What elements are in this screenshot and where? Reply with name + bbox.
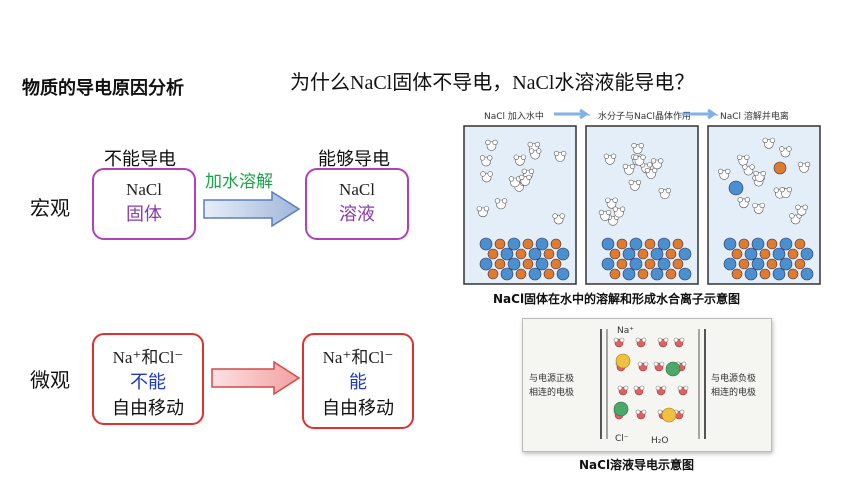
dissolution-caption: NaCl固体在水中的溶解和形成水合离子示意图 xyxy=(493,292,741,306)
conduction-caption: NaCl溶液导电示意图 xyxy=(579,458,695,472)
cl-label: Cl⁻ xyxy=(615,434,629,444)
solid-label: 固体 xyxy=(126,204,162,225)
section-heading: 物质的导电原因分析 xyxy=(22,78,184,99)
anode-note-2: 相连的电极 xyxy=(529,386,574,398)
anode-note-1: 与电源正极 xyxy=(529,372,574,384)
right-caption: 能够导电 xyxy=(318,149,390,170)
conduction-figure: 与电源正极 相连的电极 与电源负极 相连的电极 Na⁺ Cl⁻ H₂O xyxy=(522,318,772,452)
question-text: 为什么NaCl固体不导电，NaCl水溶液能导电？ xyxy=(290,72,695,94)
cathode-note-1: 与电源负极 xyxy=(711,372,756,384)
cannot-label: 不能 xyxy=(130,372,166,393)
free-move-label: 自由移动 xyxy=(112,398,184,419)
dissolve-arrow xyxy=(203,190,301,228)
panel3-header: NaCl 溶解并电离 xyxy=(720,110,789,122)
panel2-header: 水分子与NaCl晶体作用 xyxy=(598,110,691,122)
panel1-header: NaCl 加入水中 xyxy=(484,110,544,122)
ions-label: Na⁺和Cl⁻ xyxy=(112,348,184,367)
arrow-label: 加水溶解 xyxy=(205,172,273,192)
macro-row-label: 宏观 xyxy=(30,196,70,220)
ions-free-box: Na⁺和Cl⁻ 能 自由移动 xyxy=(302,333,414,429)
can-label: 能 xyxy=(349,372,367,393)
solution-label: 溶液 xyxy=(339,204,375,225)
ions-fixed-box: Na⁺和Cl⁻ 不能 自由移动 xyxy=(92,333,204,425)
h2o-label: H₂O xyxy=(651,436,668,446)
ions-label-2: Na⁺和Cl⁻ xyxy=(322,348,394,367)
micro-row-label: 微观 xyxy=(30,368,70,392)
cathode-note-2: 相连的电极 xyxy=(711,386,756,398)
free-move-label-2: 自由移动 xyxy=(322,398,394,419)
na-label: Na⁺ xyxy=(617,326,634,336)
nacl-formula-2: NaCl xyxy=(339,180,375,199)
dissolution-figure: NaCl 加入水中 水分子与NaCl晶体作用 NaCl 溶解并电离 xyxy=(462,104,832,286)
nacl-formula: NaCl xyxy=(126,180,162,199)
nacl-solid-box: NaCl 固体 xyxy=(92,168,196,240)
nacl-solution-box: NaCl 溶液 xyxy=(305,168,409,240)
ions-arrow xyxy=(211,360,301,396)
left-caption: 不能导电 xyxy=(104,149,176,170)
